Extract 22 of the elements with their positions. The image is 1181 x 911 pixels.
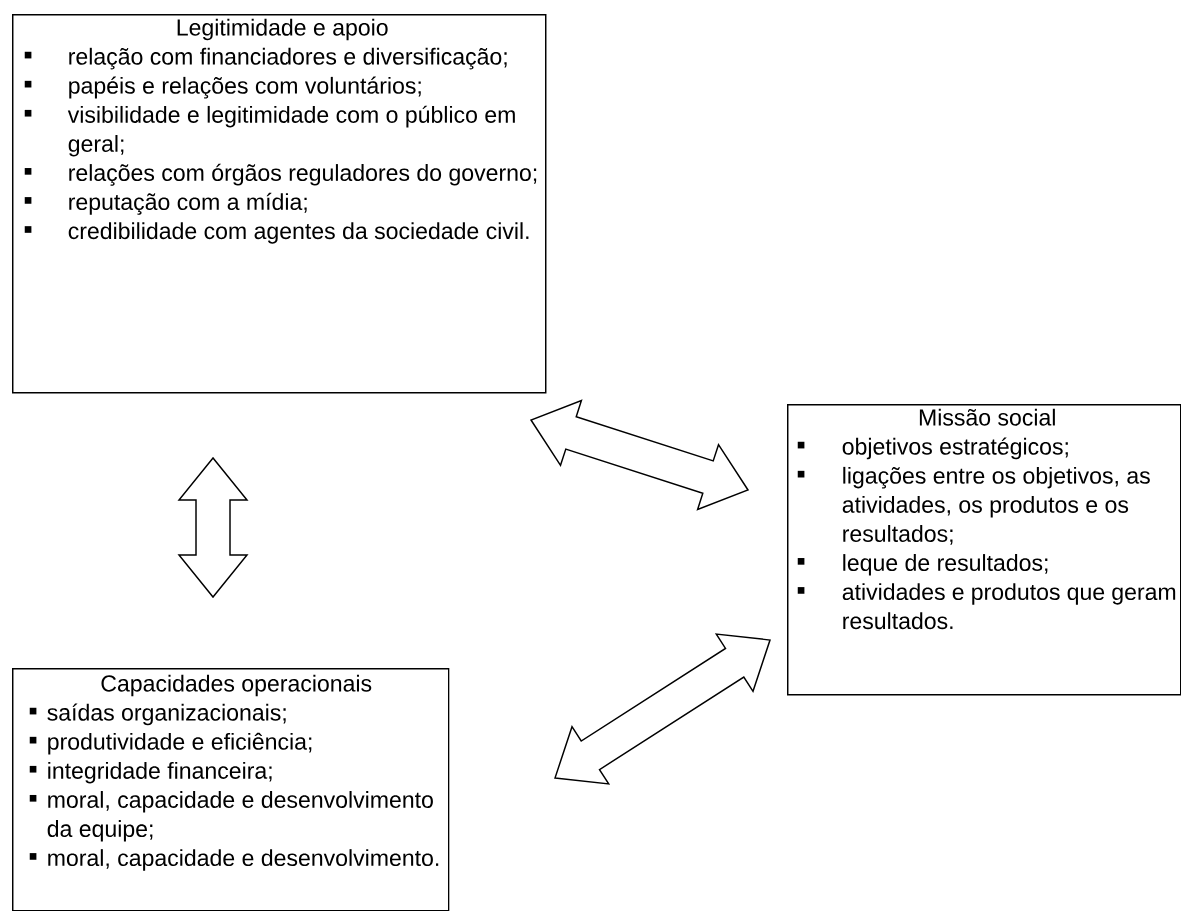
bullet-item: atividades e produtos que geram resultados. — [797, 583, 1176, 630]
bullet-item: relação com financiadores e diversificação; — [24, 47, 507, 70]
bullet-item: visibilidade e legitimidade com o público em geral; — [24, 105, 515, 157]
bullet-item: objetivos estratégicos; — [797, 437, 1068, 460]
bullet-item: ligações entre os objetivos, as atividades, os produtos e os resultados; — [797, 466, 1150, 545]
box-heading: Legitimidade e apoio — [177, 18, 388, 41]
text-box — [12, 14, 547, 394]
bullet-item: saídas organizacionais; — [29, 703, 286, 726]
text-box — [12, 668, 450, 911]
text-box — [787, 404, 1181, 696]
bullet-item: leque de resultados; — [797, 554, 1048, 576]
box-heading: Missão social — [919, 408, 1055, 426]
bullet-item: moral, capacidade e desenvolvimento. — [29, 849, 439, 871]
bullet-item: integridade financeira; — [29, 761, 272, 784]
bullet-item: papéis e relações com voluntários; — [24, 76, 421, 99]
bullet-item: credibilidade com agentes da sociedade civil. — [24, 222, 529, 244]
block-arrow — [554, 633, 771, 785]
bullet-item: moral, capacidade e desenvolvimento da equipe; — [29, 791, 433, 842]
box-heading: Capacidades operacionais — [101, 674, 372, 697]
bullet-item: reputação com a mídia; — [24, 192, 307, 215]
bullet-item: produtividade e eficiência; — [29, 732, 312, 755]
bullet-item: relações com órgãos reguladores do governo; — [24, 163, 537, 186]
